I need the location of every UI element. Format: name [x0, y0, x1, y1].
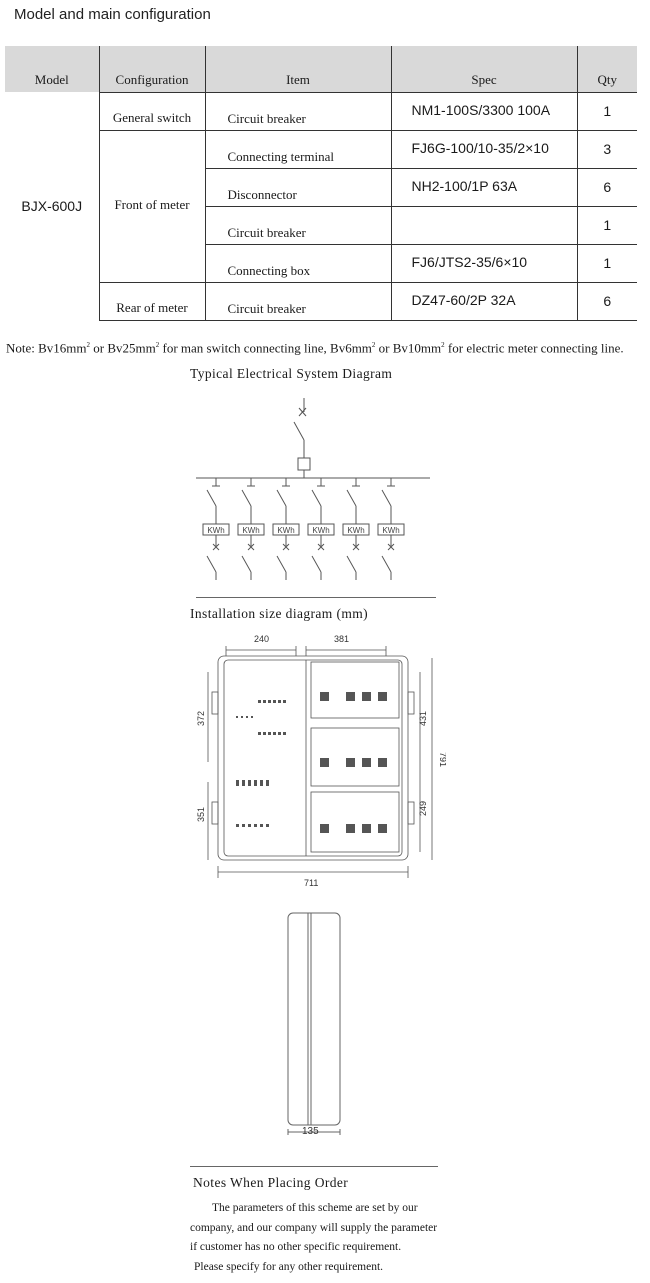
- qty-cell: 6: [576, 281, 637, 321]
- spec-cell: DZ47-60/2P 32A: [390, 281, 577, 321]
- dim-left-lower: 351: [196, 807, 206, 822]
- kwh-meter-label: KWh: [382, 526, 399, 535]
- spec-cell: FJ6/JTS2-35/6×10: [390, 243, 577, 282]
- kwh-meter-label: KWh: [312, 526, 329, 535]
- dim-left-upper: 372: [196, 711, 206, 726]
- order-line: The parameters of this scheme are set by…: [212, 1202, 418, 1214]
- dim-side-depth: 135: [302, 1126, 319, 1137]
- component-blocks: [236, 692, 387, 833]
- qty-cell: 3: [576, 129, 637, 168]
- table-header-row: Model Configuration Item Spec Qty: [5, 46, 637, 92]
- order-line: if customer has no other specific requir…: [190, 1241, 402, 1253]
- kwh-meter-label: KWh: [277, 526, 294, 535]
- item-cell: Connecting box: [204, 243, 391, 282]
- column-header-configuration: Configuration: [98, 46, 205, 92]
- side-view-diagram: [287, 912, 341, 1135]
- configuration-cell: General switch: [98, 91, 205, 130]
- item-cell: Disconnector: [204, 167, 391, 206]
- model-cell: BJX-600J: [21, 198, 83, 214]
- item-cell: Circuit breaker: [204, 205, 391, 244]
- dim-bottom: 711: [304, 878, 318, 888]
- wiring-note: Note: Bv16mm2 or Bv25mm2 for man switch …: [6, 340, 624, 356]
- kwh-meter-label: KWh: [207, 526, 224, 535]
- dim-top-left: 240: [254, 634, 269, 644]
- dim-right-total: 791: [438, 752, 446, 767]
- qty-cell: 6: [576, 167, 637, 206]
- dim-right-upper: 431: [418, 711, 428, 726]
- qty-cell: 1: [576, 205, 637, 244]
- order-notes-title: Notes When Placing Order: [193, 1175, 349, 1190]
- meter-branches: [202, 478, 405, 580]
- table-row: Connecting box FJ6/JTS2-35/6×10 1: [5, 243, 637, 282]
- electrical-system-diagram: KWh KWh KWh KWh KWh KWh: [196, 398, 436, 598]
- item-cell: Circuit breaker: [204, 281, 391, 321]
- installation-diagram-caption: Installation size diagram (mm): [190, 606, 369, 621]
- spec-cell: [390, 205, 577, 244]
- table-row: BJX-600J General switch Circuit breaker …: [5, 91, 637, 214]
- configuration-cell: Rear of meter: [98, 281, 205, 321]
- qty-cell: 1: [576, 91, 637, 130]
- order-notes-body: The parameters of this scheme are set by…: [190, 1199, 440, 1277]
- table-row: Front of meter Connecting terminal FJ6G-…: [5, 129, 637, 282]
- dim-top-right: 381: [334, 634, 349, 644]
- table-row: Circuit breaker 1: [5, 205, 637, 244]
- order-line: Please specify for any other requirement…: [194, 1260, 384, 1273]
- table-row: Rear of meter Circuit breaker DZ47-60/2P…: [5, 281, 637, 321]
- item-cell: Connecting terminal: [204, 129, 391, 168]
- kwh-meter-label: KWh: [347, 526, 364, 535]
- dim-right-lower: 249: [418, 801, 428, 816]
- system-diagram-caption: Typical Electrical System Diagram: [190, 366, 393, 381]
- item-cell: Circuit breaker: [204, 91, 391, 130]
- column-header-model: Model: [5, 46, 99, 92]
- column-header-spec: Spec: [390, 46, 577, 92]
- order-divider: [190, 1166, 438, 1167]
- configuration-table: Model Configuration Item Spec Qty BJX-60…: [5, 46, 637, 321]
- table-row: Disconnector NH2-100/1P 63A 6: [5, 167, 637, 206]
- order-line: company, and our company will supply the…: [190, 1221, 438, 1234]
- spec-cell: NH2-100/1P 63A: [390, 167, 577, 206]
- installation-size-diagram: 240 381 372 351 431 249 791 711: [196, 634, 446, 888]
- column-header-item: Item: [204, 46, 391, 92]
- section-title: Model and main configuration: [14, 6, 211, 23]
- kwh-meter-label: KWh: [242, 526, 259, 535]
- spec-cell: NM1-100S/3300 100A: [390, 91, 577, 130]
- qty-cell: 1: [576, 243, 637, 282]
- column-header-qty: Qty: [576, 46, 637, 92]
- spec-cell: FJ6G-100/10-35/2×10: [390, 129, 577, 168]
- configuration-cell: Front of meter: [98, 129, 205, 282]
